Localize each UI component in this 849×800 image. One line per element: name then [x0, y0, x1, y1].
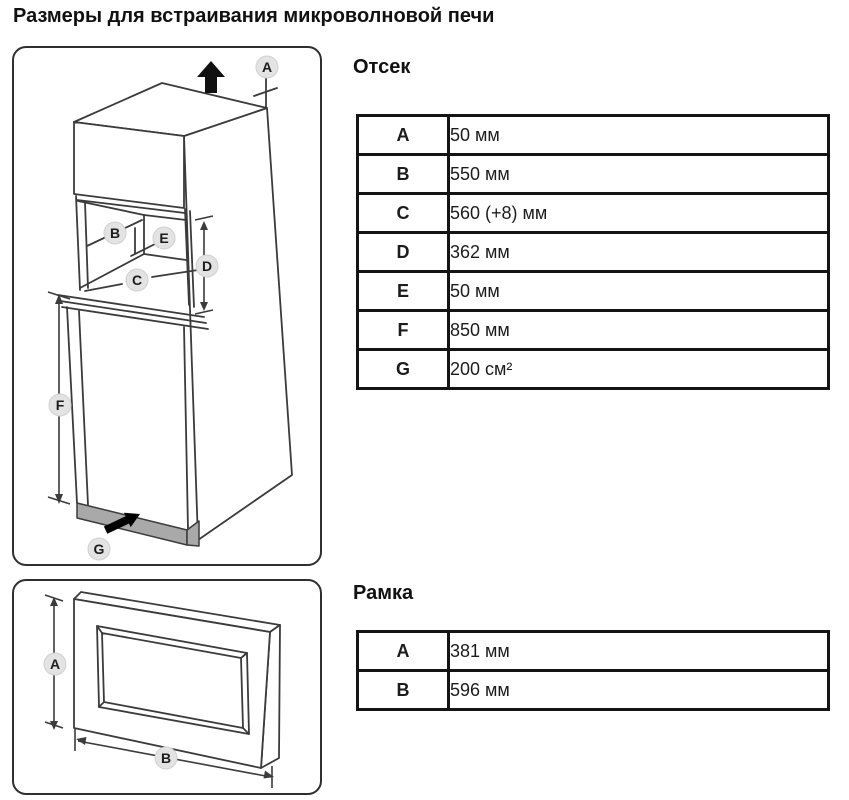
dimension-bubble-g: G	[87, 537, 111, 561]
dimension-label-g: G	[94, 541, 105, 557]
cabinet-dimension-labels: A B E C D F G	[48, 55, 279, 561]
table-row: A 381 мм	[356, 630, 830, 672]
dimension-bubble-d: D	[195, 254, 219, 278]
frame-diagram: A B	[43, 591, 281, 788]
table-row: C 560 (+8) мм	[356, 192, 830, 234]
dimension-value: 362 мм	[447, 231, 830, 273]
dimension-letter: A	[356, 630, 450, 672]
compartment-table: A 50 мм B 550 мм C 560 (+8) мм D 362 мм …	[356, 114, 830, 390]
dimension-letter: B	[356, 153, 450, 195]
up-arrow-icon	[197, 61, 225, 93]
dimension-letter: D	[356, 231, 450, 273]
cabinet-diagram: A B E C D F G	[47, 55, 293, 561]
dimension-value: 560 (+8) мм	[447, 192, 830, 234]
table-row: E 50 мм	[356, 270, 830, 312]
dimension-value: 381 мм	[447, 630, 830, 672]
dimension-label-e: E	[159, 230, 168, 246]
dimension-letter: F	[356, 309, 450, 351]
dimension-value: 50 мм	[447, 270, 830, 312]
frame-dimension-labels: A B	[43, 652, 178, 770]
dimension-letter: G	[356, 348, 450, 390]
g-pointer-arrow-icon	[103, 512, 140, 534]
table-row: G 200 см²	[356, 348, 830, 390]
dimension-bubble-c: C	[125, 268, 149, 292]
table-row: A 50 мм	[356, 114, 830, 156]
compartment-section-heading: Отсек	[353, 56, 411, 78]
table-row: F 850 мм	[356, 309, 830, 351]
dimension-bubble-a: A	[255, 55, 279, 79]
frame-table: A 381 мм B 596 мм	[356, 630, 830, 711]
dimension-label-c: C	[132, 272, 142, 288]
table-row: B 550 мм	[356, 153, 830, 195]
dimension-bubble-b: B	[154, 746, 178, 770]
dimension-value: 200 см²	[447, 348, 830, 390]
dimension-label-a: A	[50, 656, 60, 672]
frame-outline	[73, 591, 281, 769]
frame-diagram-panel: A B	[12, 579, 322, 795]
frame-section-heading: Рамка	[353, 582, 414, 604]
dimension-label-d: D	[202, 258, 212, 274]
dimension-letter: B	[356, 669, 450, 711]
cabinet-outline	[57, 75, 293, 541]
table-row: D 362 мм	[356, 231, 830, 273]
dimension-bubble-f: F	[48, 393, 72, 417]
dimension-label-f: F	[56, 397, 65, 413]
dimension-label-a: A	[262, 59, 272, 75]
dimension-value: 596 мм	[447, 669, 830, 711]
cabinet-diagram-panel: A B E C D F G	[12, 46, 322, 566]
dimension-bubble-a: A	[43, 652, 67, 676]
page-title: Размеры для встраивания микроволновой пе…	[13, 5, 495, 27]
dimension-value: 50 мм	[447, 114, 830, 156]
dimension-value: 550 мм	[447, 153, 830, 195]
dimension-bubble-b: B	[103, 221, 127, 245]
dimension-letter: E	[356, 270, 450, 312]
dimension-bubble-e: E	[152, 226, 176, 250]
dimension-letter: A	[356, 114, 450, 156]
table-row: B 596 мм	[356, 669, 830, 711]
dimension-label-b: B	[110, 225, 120, 241]
dimension-letter: C	[356, 192, 450, 234]
dimension-label-b: B	[161, 750, 171, 766]
dimension-value: 850 мм	[447, 309, 830, 351]
